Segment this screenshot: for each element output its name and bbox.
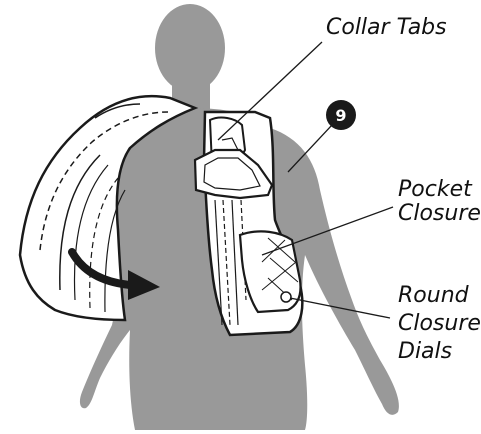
pocket-closure-line2: Closure — [398, 202, 481, 226]
collar-tabs-label: Collar Tabs — [326, 16, 447, 40]
round-closure-dial — [281, 292, 291, 302]
round-closure-dials-label: Round Closure Dials — [398, 284, 481, 365]
step-number-badge: 9 — [326, 100, 356, 130]
pocket-closure-label: Pocket Closure — [398, 178, 481, 226]
pocket-closure-line1: Pocket — [398, 178, 481, 202]
figure-head — [155, 4, 225, 92]
round-closure-line1: Round — [398, 284, 481, 308]
round-closure-line2: Closure — [398, 312, 481, 336]
round-closure-line3: Dials — [398, 340, 481, 364]
